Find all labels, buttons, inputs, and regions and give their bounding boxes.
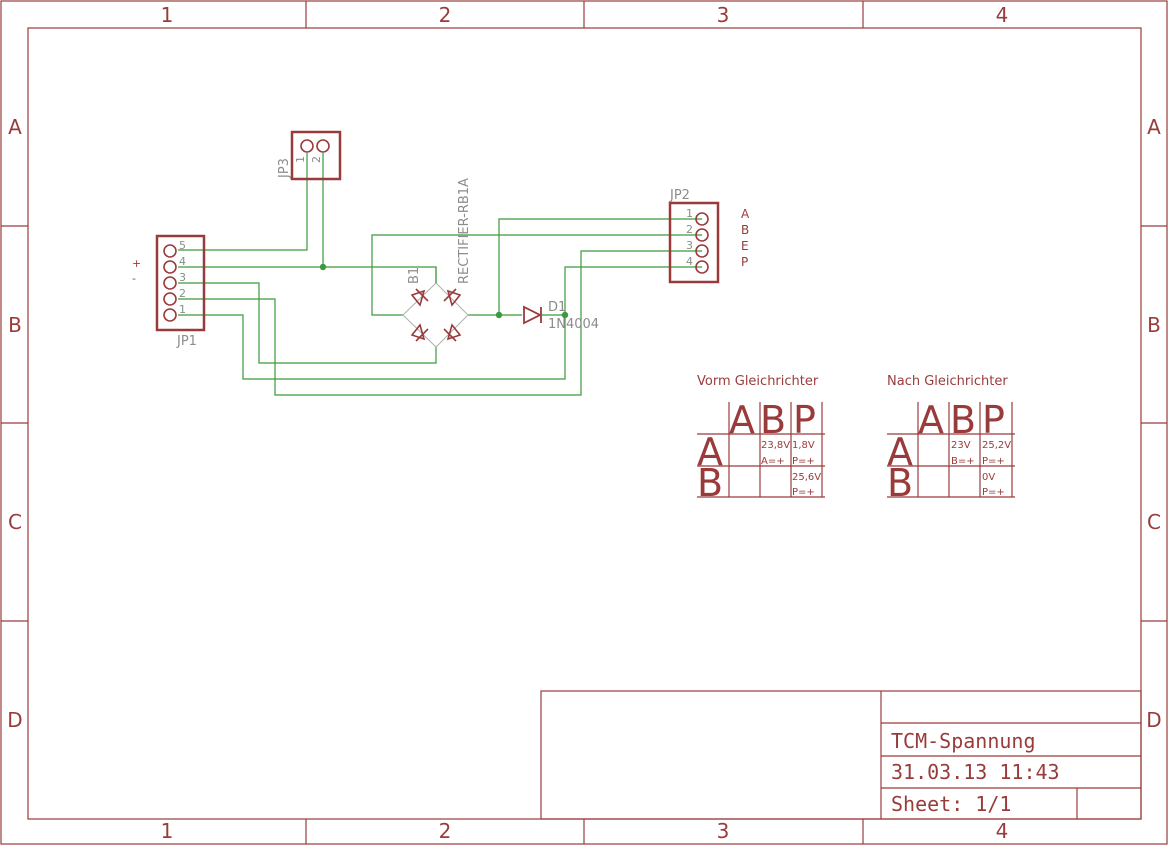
table-row-header: B [887, 461, 913, 505]
row-label-left: C [8, 510, 22, 534]
table-cell-value: P=+ [982, 487, 1005, 498]
row-label-left: B [8, 313, 22, 337]
jp1-pin-label: 5 [179, 239, 186, 252]
table-row-header: B [697, 461, 723, 505]
table-cell-value: 0V [982, 472, 995, 483]
col-label-bottom: 4 [996, 819, 1009, 843]
row-label-right: A [1147, 115, 1161, 139]
d1-name: D1 [548, 300, 566, 315]
row-label-left: D [7, 708, 22, 732]
d1-value: 1N4004 [548, 317, 599, 332]
table-title: Vorm Gleichrichter [697, 374, 819, 389]
table-col-header: B [760, 398, 786, 442]
table-cell-value: P=+ [792, 456, 815, 467]
jp2-connector[interactable]: 1 2 3 4 JP2 A B E P [668, 188, 750, 284]
table-col-header: P [793, 398, 816, 442]
bridge-rectifier-b1[interactable]: B1 RECTIFIER-RB1A [402, 178, 472, 348]
wire [178, 282, 437, 364]
table-title: Nach Gleichrichter [887, 374, 1008, 389]
table-cell-value: 1,8V [792, 440, 815, 451]
jp2-pin-label: 1 [686, 207, 693, 220]
jp1-plus-mark: + [132, 257, 141, 270]
wire [178, 153, 308, 251]
col-label-top: 2 [439, 3, 452, 27]
diode-d1[interactable]: D1 1N4004 [523, 300, 599, 332]
row-labels: A B C D A B C D [7, 115, 1161, 732]
col-label-bottom: 1 [161, 819, 174, 843]
drawing-title: TCM-Spannung [891, 729, 1036, 753]
column-labels: 1 2 3 4 1 2 3 4 [161, 3, 1009, 843]
jp3-pin-label: 2 [310, 156, 323, 163]
jp3-name: JP3 [277, 158, 292, 179]
wire [178, 266, 437, 283]
jp1-name: JP1 [176, 334, 197, 349]
wires [178, 153, 702, 396]
table-row-header: A [887, 430, 913, 474]
jp2-signal-label: B [741, 223, 749, 237]
col-label-bottom: 2 [439, 819, 452, 843]
table-col-header: A [918, 398, 944, 442]
wire [178, 250, 702, 396]
b1-value: RECTIFIER-RB1A [457, 178, 472, 284]
table-cell-value: 23,8V [761, 440, 790, 451]
b1-name: B1 [407, 267, 422, 284]
table-cell-value: 25,2V [982, 440, 1011, 451]
table-col-header: P [982, 398, 1005, 442]
junction-dot [495, 311, 503, 319]
junction-dot [561, 311, 569, 319]
wire [498, 218, 702, 315]
row-label-right: B [1147, 313, 1161, 337]
jp3-pin-label: 1 [294, 156, 307, 163]
row-label-right: D [1146, 708, 1161, 732]
wire [178, 314, 566, 380]
wire [542, 266, 702, 316]
table-cell-value: P=+ [982, 456, 1005, 467]
jp2-pin-label: 4 [686, 255, 693, 268]
table-cell-value: A=+ [761, 456, 785, 467]
measurement-table-after: Nach Gleichrichter A B P A B 23V B=+ 25,… [887, 374, 1015, 505]
table-cell-value: B=+ [951, 456, 975, 467]
sheet-number: Sheet: 1/1 [891, 792, 1011, 816]
table-cell-value: 23V [951, 440, 971, 451]
jp1-pin-label: 4 [179, 255, 186, 268]
jp1-connector[interactable]: 5 4 3 2 1 JP1 + - [132, 234, 206, 349]
jp1-pin-label: 3 [179, 271, 186, 284]
row-label-right: C [1147, 510, 1161, 534]
jp3-connector[interactable]: 1 2 JP3 [277, 130, 342, 181]
jp2-pin-label: 3 [686, 239, 693, 252]
jp2-name: JP2 [669, 188, 690, 203]
table-row-header: A [697, 430, 723, 474]
row-label-left: A [8, 115, 22, 139]
jp1-pin-label: 2 [179, 287, 186, 300]
col-label-bottom: 3 [717, 819, 730, 843]
title-block: TCM-Spannung 31.03.13 11:43 Sheet: 1/1 [540, 690, 1142, 820]
jp2-pin-label: 2 [686, 223, 693, 236]
jp1-minus-mark: - [132, 272, 136, 285]
wire [371, 234, 702, 316]
col-label-top: 1 [161, 3, 174, 27]
jp2-signal-label: A [741, 207, 750, 221]
drawing-date: 31.03.13 11:43 [891, 760, 1060, 784]
jp1-pin-label: 1 [179, 303, 186, 316]
measurement-table-before: Vorm Gleichrichter A B P A B 23,8V A=+ 1… [697, 374, 825, 505]
table-col-header: A [729, 398, 755, 442]
junction-dot [319, 263, 327, 271]
table-col-header: B [950, 398, 976, 442]
col-label-top: 3 [717, 3, 730, 27]
jp2-signal-label: E [741, 239, 749, 253]
table-cell-value: P=+ [792, 487, 815, 498]
table-cell-value: 25,6V [792, 472, 821, 483]
col-label-top: 4 [996, 3, 1009, 27]
jp2-signal-label: P [741, 255, 748, 269]
